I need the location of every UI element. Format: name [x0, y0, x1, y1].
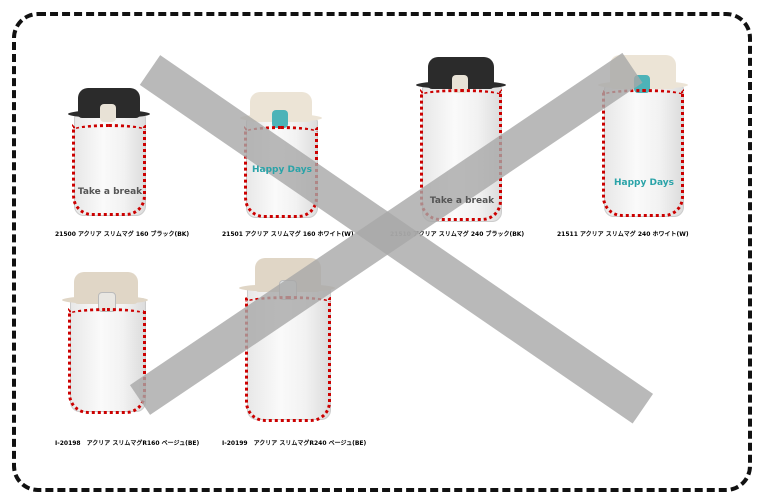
product-caption: 21500 アクリア スリムマグ 160 ブラック(BK) [55, 231, 190, 238]
red-dotted-outline [72, 124, 146, 216]
red-dotted-outline [602, 89, 684, 217]
bottle-print: Happy Days [252, 165, 312, 175]
lid-button [272, 110, 288, 128]
bottle-print: Take a break [429, 196, 495, 206]
product-caption: 21501 アクリア スリムマグ 160 ホワイト(W) [222, 231, 354, 238]
bottle-print: Take a break [77, 187, 143, 197]
product-caption: 21511 アクリア スリムマグ 240 ホワイト(W) [557, 231, 689, 238]
product-caption: I-20199 アクリア スリムマグR240 ベージュ(BE) [222, 440, 367, 447]
lid-button [100, 104, 116, 122]
dashed-frame [12, 12, 752, 492]
product-caption: I-20198 アクリア スリムマグR160 ベージュ(BE) [55, 440, 200, 447]
red-dotted-outline [68, 308, 146, 414]
product-caption: 21510 アクリア スリムマグ 240 ブラック(BK) [390, 231, 525, 238]
bottle-print: Happy Days [614, 178, 674, 188]
